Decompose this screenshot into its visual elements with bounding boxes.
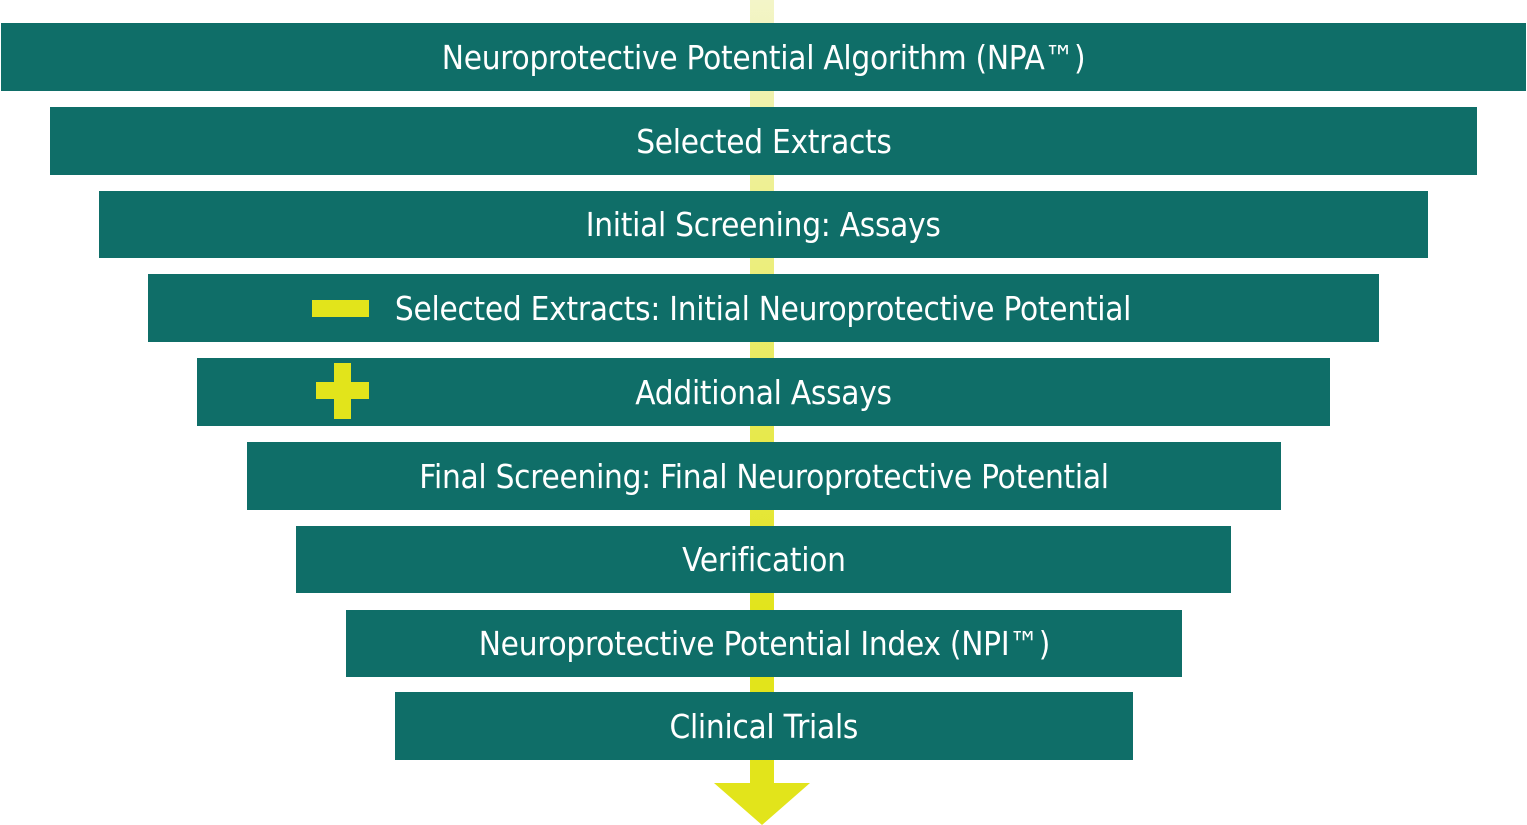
step-label: Selected Extracts xyxy=(635,121,892,161)
step-label: Verification xyxy=(681,540,846,579)
step-verification: Verification xyxy=(296,526,1231,593)
plus-icon xyxy=(316,363,369,419)
step-label: Final Screening: Final Neuroprotective P… xyxy=(419,456,1109,496)
step-npa: Neuroprotective Potential Algorithm (NPA… xyxy=(1,23,1526,91)
step-additional-assays: Additional Assays xyxy=(197,358,1330,426)
step-clinical-trials: Clinical Trials xyxy=(395,692,1133,760)
minus-icon xyxy=(312,300,369,317)
step-selected-extracts: Selected Extracts xyxy=(50,107,1477,175)
step-label: Clinical Trials xyxy=(669,706,859,746)
step-final-screening: Final Screening: Final Neuroprotective P… xyxy=(247,442,1281,510)
step-initial-potential: Selected Extracts: Initial Neuroprotecti… xyxy=(148,274,1379,342)
step-npi: Neuroprotective Potential Index (NPI™) xyxy=(346,610,1182,677)
step-label: Neuroprotective Potential Index (NPI™) xyxy=(478,624,1050,663)
step-label: Additional Assays xyxy=(635,372,892,412)
step-label: Selected Extracts: Initial Neuroprotecti… xyxy=(395,288,1132,328)
plus-icon-vertical-bar xyxy=(334,363,351,419)
step-initial-screening: Initial Screening: Assays xyxy=(99,191,1428,258)
step-label: Initial Screening: Assays xyxy=(586,205,941,244)
step-label: Neuroprotective Potential Algorithm (NPA… xyxy=(441,37,1086,77)
arrow-down-icon xyxy=(714,783,810,825)
